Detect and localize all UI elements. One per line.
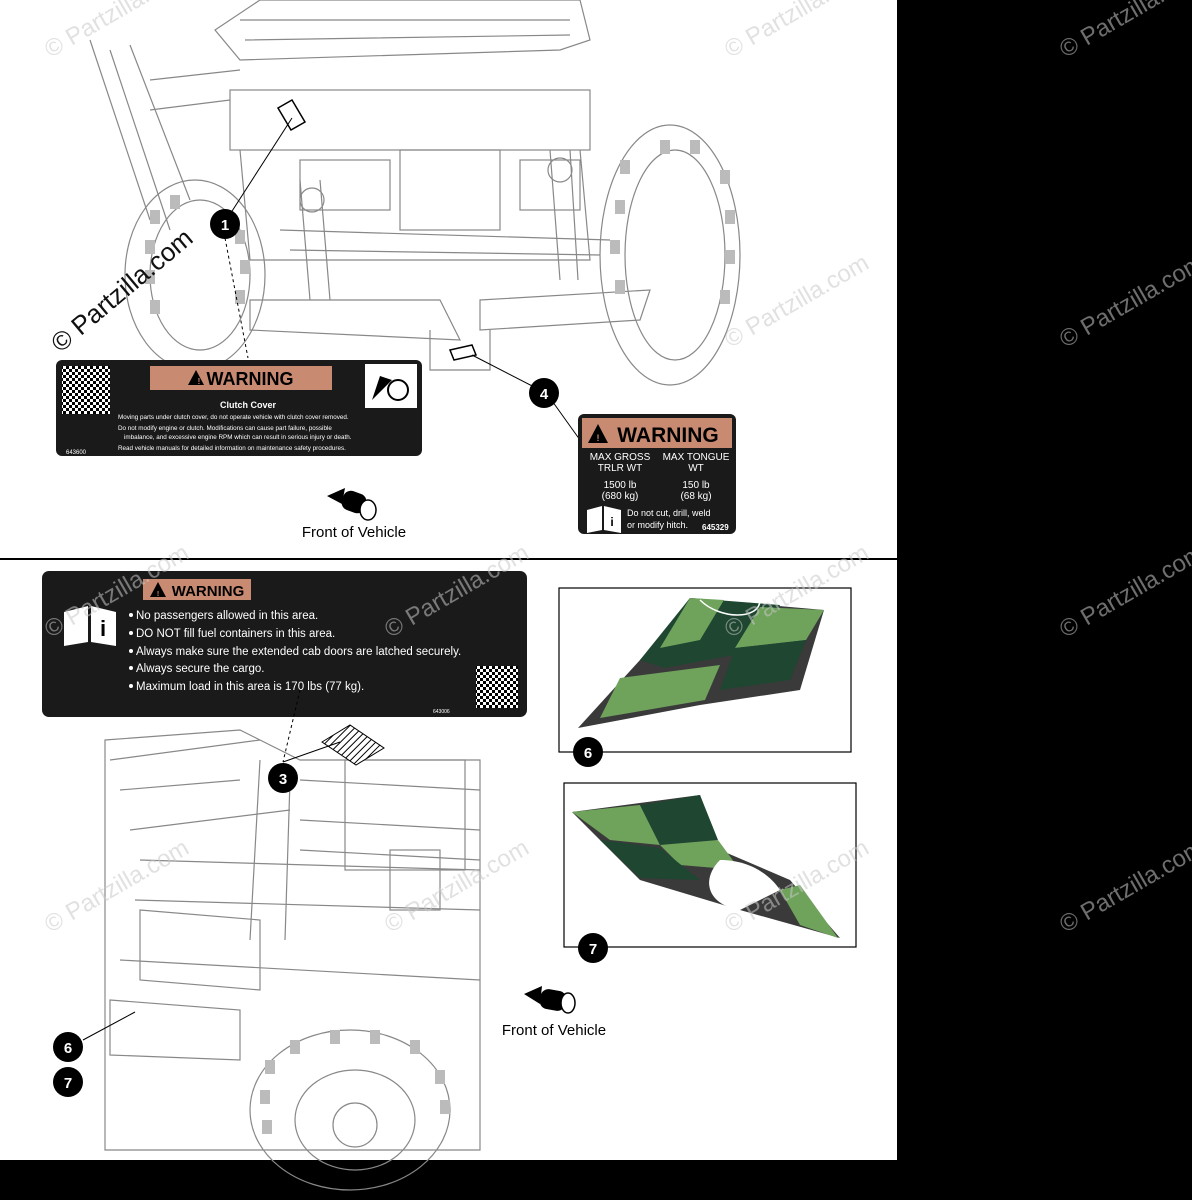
qr-code-icon — [62, 366, 110, 414]
callout-1-text: 1 — [221, 217, 229, 234]
label-3-line-1: No passengers allowed in this area. — [136, 610, 318, 622]
label-3-line-5: Maximum load in this area is 170 lbs (77… — [136, 681, 364, 693]
label-4-col1-head1: MAX GROSS — [590, 452, 651, 463]
label-4-location-marker — [448, 344, 478, 361]
callout-7-decal — [578, 933, 608, 963]
warning-triangle-icon-3 — [150, 582, 166, 597]
label-3-line-2: DO NOT fill fuel containers in this area… — [136, 628, 335, 640]
label-4-note-1: Do not cut, drill, weld — [627, 508, 711, 518]
svg-text:i: i — [610, 515, 613, 529]
leader-line-4b — [549, 397, 581, 441]
hand-entanglement-icon — [365, 364, 417, 408]
label-3-line-3: Always make sure the extended cab doors … — [136, 646, 461, 658]
svg-text:i: i — [100, 616, 106, 641]
leader-line-3a — [282, 689, 301, 763]
label-4-col2-val2: (68 kg) — [680, 491, 711, 502]
front-of-vehicle-label-top: Front of Vehicle — [302, 524, 406, 541]
callout-3-text: 3 — [279, 771, 287, 788]
label-1-warning: WARNING — [207, 369, 294, 389]
callout-4-text: 4 — [540, 386, 549, 403]
callout-6-left — [53, 1032, 83, 1062]
callout-7-decal-text: 7 — [589, 941, 597, 958]
callout-6-decal — [573, 737, 603, 767]
leader-line-6 — [82, 1011, 136, 1041]
label-1-bullet-2b: imbalance, and excessive engine RPM whic… — [124, 434, 352, 441]
label-1-title: Clutch Cover — [220, 400, 277, 410]
label-4-part-number: 645329 — [702, 523, 729, 532]
leader-line-1a — [224, 117, 293, 223]
qr-code-icon-3 — [476, 666, 518, 708]
callout-1 — [210, 209, 240, 239]
callout-6-decal-text: 6 — [584, 745, 592, 762]
svg-text:!: ! — [198, 377, 201, 386]
decal-7-panel — [563, 782, 857, 948]
manual-book-icon-3: i — [64, 606, 116, 646]
tire-tread — [145, 140, 735, 314]
callout-3 — [268, 763, 298, 793]
label-3-line-4: Always secure the cargo. — [136, 663, 264, 675]
label-4-col1-head2: TRLR WT — [598, 463, 642, 474]
svg-text:!: ! — [597, 433, 600, 443]
label-4-hitch: ! WARNING MAX GROSS TRLR WT 1500 lb (680… — [578, 414, 736, 534]
callout-7-left — [53, 1067, 83, 1097]
label-4-note-2: or modify hitch. — [627, 520, 688, 530]
callout-4 — [529, 378, 559, 408]
warning-triangle-icon-4 — [588, 424, 608, 443]
label-4-col2-head2: WT — [688, 463, 704, 474]
leader-line-3b — [282, 741, 341, 763]
cargo-bed-illustration — [104, 729, 481, 1191]
label-4-col1-val2: (680 kg) — [602, 491, 639, 502]
decal-6-panel — [558, 587, 852, 753]
label-1-bullet-2: Do not modify engine or clutch. Modifica… — [118, 425, 332, 432]
label-1-location-marker — [276, 98, 307, 132]
front-of-vehicle-arrow-bottom — [524, 986, 576, 1014]
leader-line-4a — [471, 354, 541, 391]
bottom-tire-tread — [260, 1030, 450, 1134]
rear-vehicle-illustration — [89, 0, 741, 386]
label-3-part-number: 643006 — [433, 709, 450, 715]
label-1-part-number: 643600 — [66, 450, 87, 456]
label-4-col2-val1: 150 lb — [682, 480, 710, 491]
manual-book-icon-4: i — [587, 506, 621, 533]
label-1-bullet-3: Read vehicle manuals for detailed inform… — [118, 445, 346, 452]
label-4-col2-head1: MAX TONGUE — [663, 452, 730, 463]
label-4-warning: WARNING — [617, 424, 719, 447]
front-of-vehicle-arrow-top — [327, 488, 377, 521]
label-1-clutch-cover: ! WARNING Clutch Cover Moving parts unde… — [56, 360, 422, 456]
label-4-col1-val1: 1500 lb — [604, 480, 637, 491]
callout-6-left-text: 6 — [64, 1040, 72, 1057]
label-3-warning: WARNING — [172, 583, 245, 600]
leader-line-1b — [224, 237, 249, 359]
warning-triangle-icon — [188, 370, 204, 385]
label-3-location-marker — [321, 724, 385, 766]
svg-text:!: ! — [157, 591, 159, 598]
front-of-vehicle-label-bottom: Front of Vehicle — [502, 1022, 606, 1039]
label-1-bullet-1: Moving parts under clutch cover, do not … — [118, 414, 349, 421]
callout-7-left-text: 7 — [64, 1075, 72, 1092]
label-3-cargo-area: ! WARNING i No passengers allowed in thi… — [42, 571, 527, 717]
